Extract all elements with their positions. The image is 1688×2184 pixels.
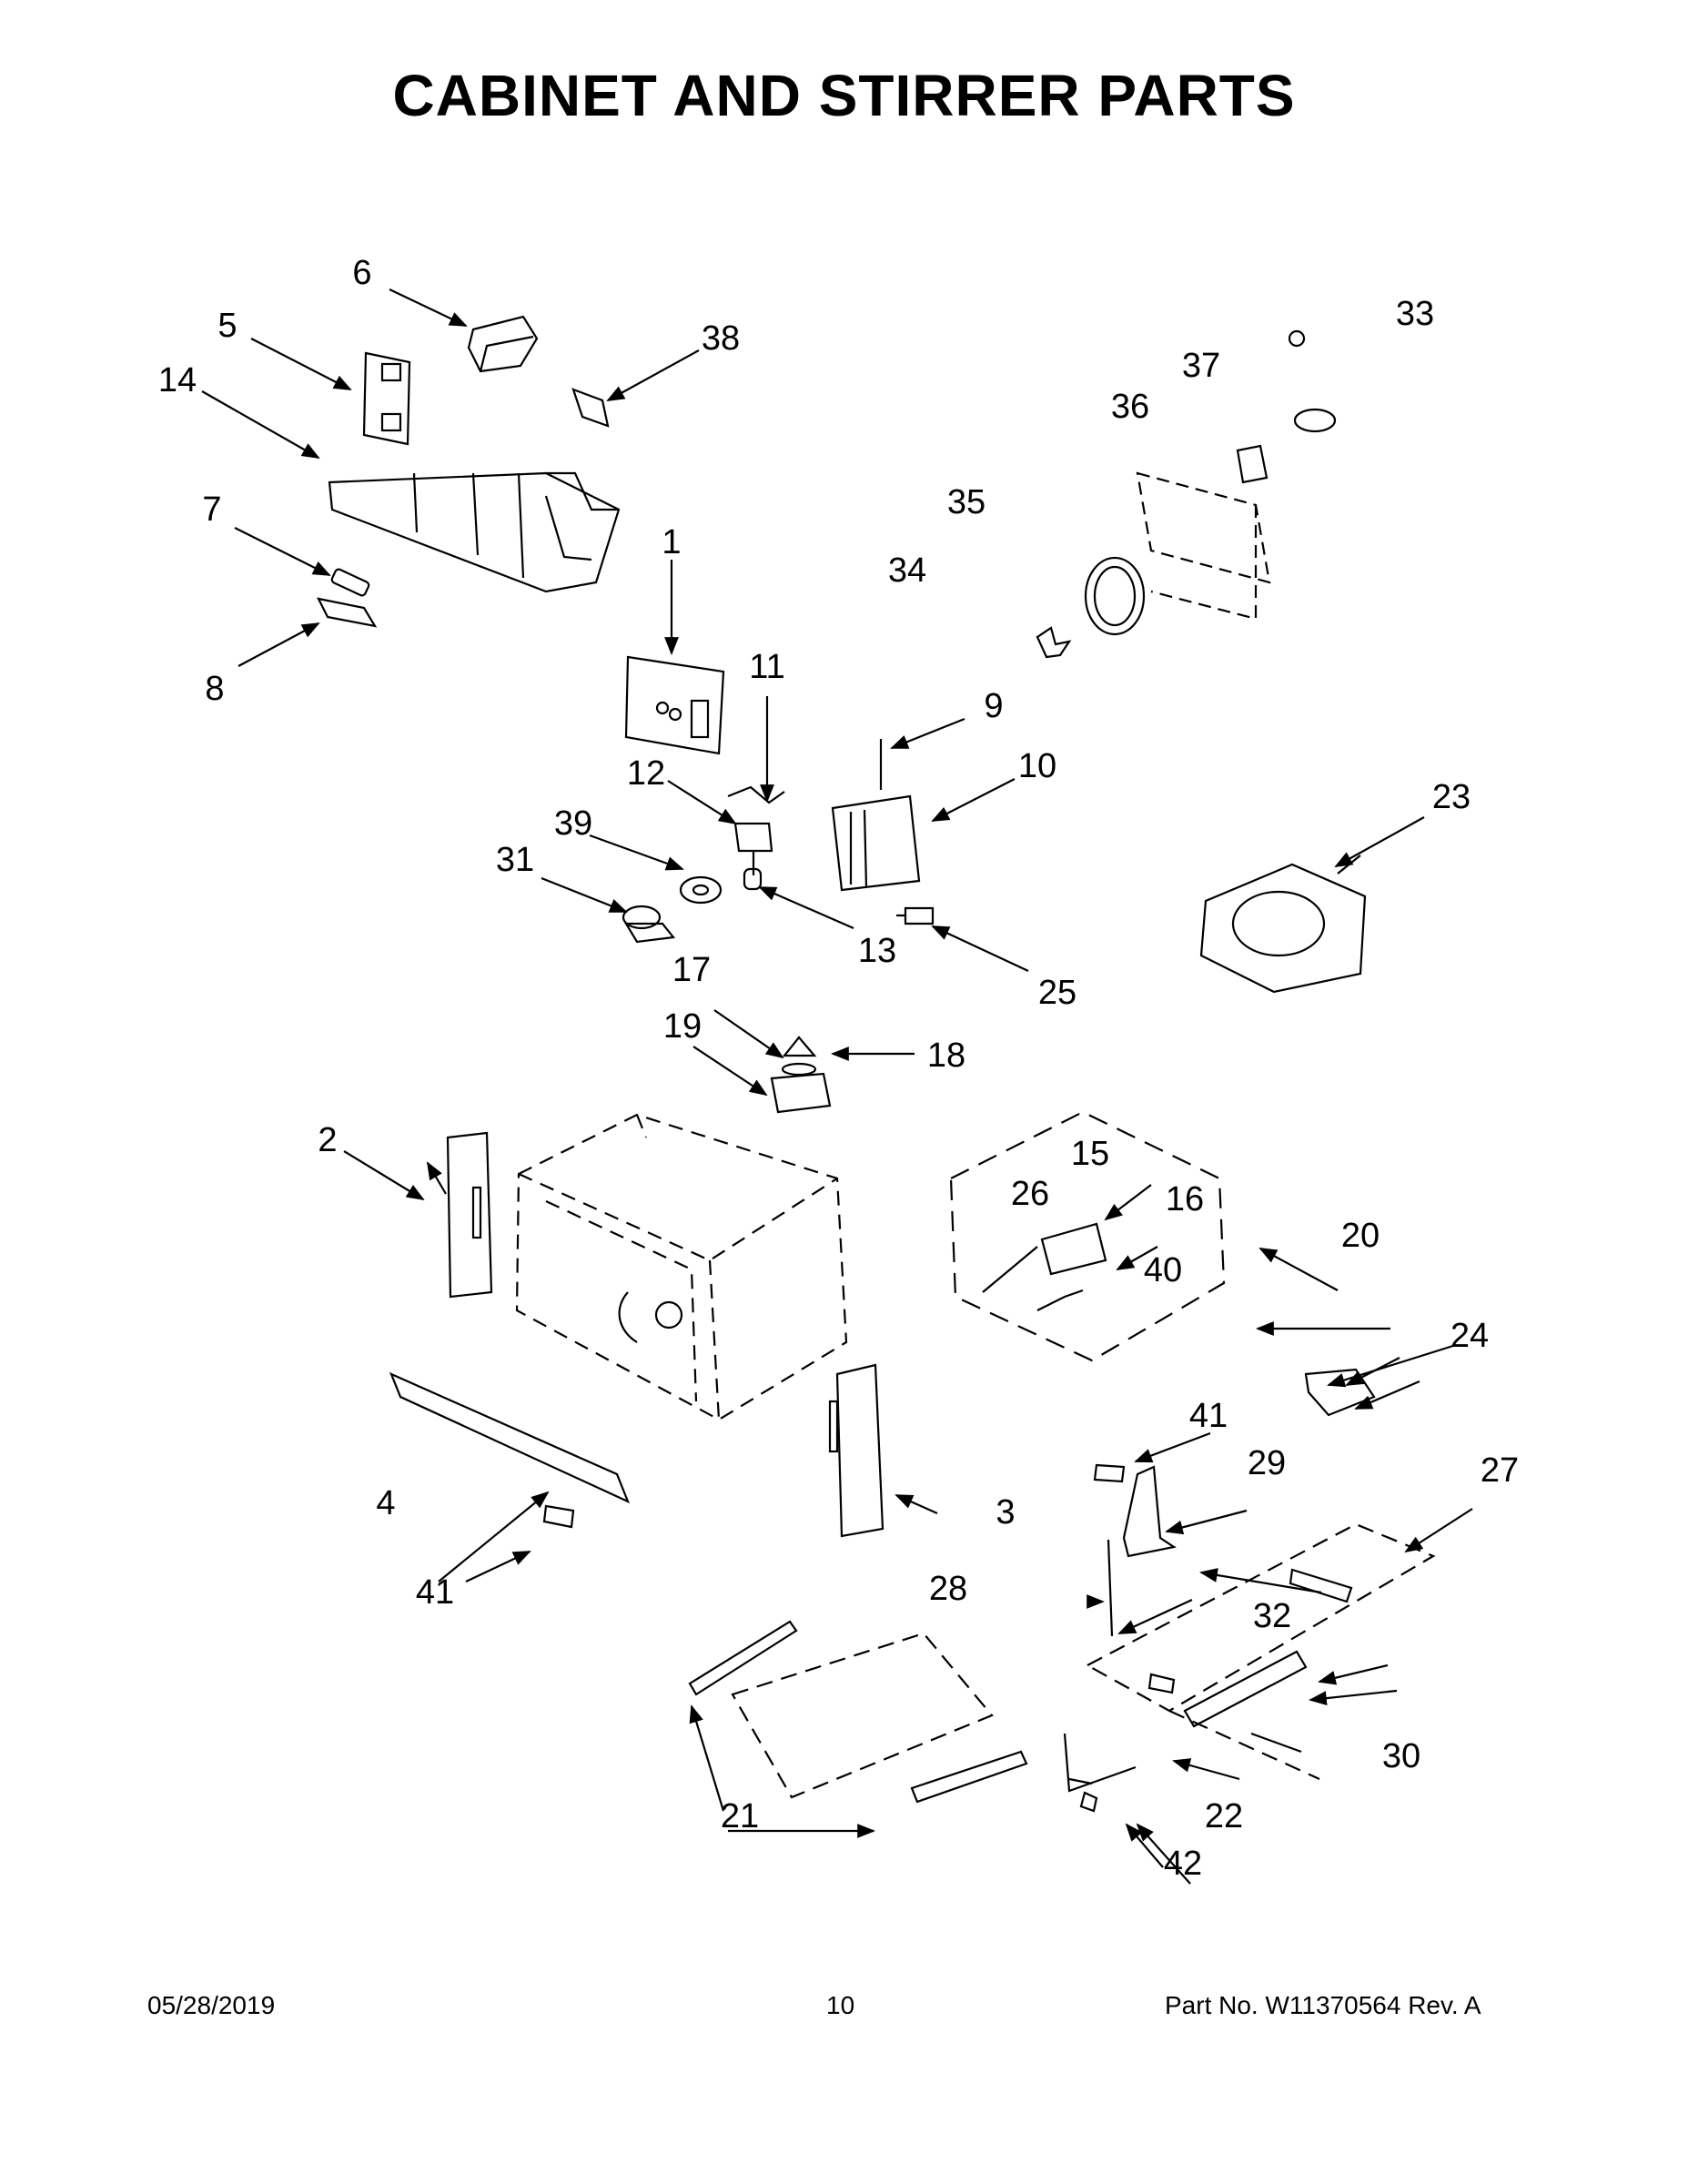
callout-39: 39 [553,804,593,843]
part-25-screw [896,906,935,925]
callout-28: 28 [928,1570,968,1608]
part-1-control-board [624,655,725,755]
callout-41-left: 41 [415,1573,455,1612]
footer-page-number: 10 [826,1991,855,2019]
callout-40: 40 [1143,1251,1183,1289]
callout-21: 21 [720,1797,760,1835]
part-3-side-panel [828,1363,884,1538]
callout-34: 34 [887,551,927,590]
part-7-fuse [330,568,370,597]
callout-11: 11 [749,648,785,686]
page-title: CABINET AND STIRRER PARTS [392,63,1296,128]
part-27-frame [1085,1522,1436,1781]
part-17-cone [782,1036,817,1057]
part-38-latch [571,388,610,428]
part-41-screw-left [542,1504,575,1529]
part-37-thermal-cutout [1293,408,1337,433]
callout-17: 17 [672,951,712,989]
part-21-base [731,1632,994,1799]
part-12-switch [733,822,773,875]
callout-10: 10 [1017,747,1057,785]
callout-32: 32 [1252,1597,1292,1635]
footer-part-number: Part No. W11370564 Rev. A [1165,1991,1481,2019]
callout-22: 22 [1204,1797,1244,1835]
callout-2: 2 [318,1121,338,1159]
callout-36: 36 [1110,388,1150,426]
callout-3: 3 [996,1493,1016,1532]
part-27-pin [1289,1568,1353,1603]
part-15-16-heater-switch [1040,1222,1107,1276]
stirrer-frame [1136,471,1271,621]
callout-25: 25 [1037,974,1077,1012]
callout-26: 26 [1010,1175,1050,1213]
part-19-mount [770,1072,832,1114]
part-13-switch-link [743,867,763,891]
part-29-bracket [1122,1465,1177,1558]
callout-14: 14 [157,361,197,399]
callout-33: 33 [1395,295,1435,333]
callout-12: 12 [626,754,666,793]
part-31-thermostat [622,905,676,944]
part-28-rod [1107,1539,1114,1637]
part-34-stirrer-fan [1036,626,1072,659]
callout-29: 29 [1247,1444,1287,1482]
part-4-rail [389,1371,631,1504]
part-40-spring [1036,1289,1084,1311]
part-20-heater-enclosure [949,1110,1226,1362]
leader-arrows [201,288,1473,1885]
part-41-screw-right [1093,1463,1126,1483]
part-30-axle [1183,1650,1308,1754]
callout-31: 31 [495,841,535,879]
callout-24: 24 [1450,1317,1490,1355]
part-24-connector [1304,1368,1376,1417]
callout-20: 20 [1340,1217,1380,1255]
callout-13: 13 [857,932,897,970]
callout-42: 42 [1163,1845,1203,1883]
part-39-gear [679,875,723,905]
callout-30: 30 [1381,1737,1421,1775]
callout-5: 5 [217,307,238,345]
part-42-screw [1079,1791,1098,1813]
part-32-screw [1147,1673,1176,1694]
part-14-housing [328,471,621,593]
callout-15: 15 [1070,1135,1110,1173]
part-23-blower [1199,854,1367,994]
footer-date: 05/28/2019 [147,1991,276,2019]
part-2-side-panel [446,1131,493,1299]
part-5-relay-board [362,351,411,446]
callout-9: 9 [984,687,1004,725]
part-35-stirrer-ring [1084,556,1146,636]
callout-41-right: 41 [1188,1397,1228,1435]
callout-37: 37 [1181,347,1221,385]
callout-7: 7 [202,490,222,529]
callout-6: 6 [352,254,372,292]
callout-38: 38 [701,319,741,358]
callout-18: 18 [926,1036,966,1075]
callout-23: 23 [1431,778,1471,816]
part-36-bracket [1236,444,1269,484]
callout-27: 27 [1480,1451,1520,1490]
callout-19: 19 [662,1007,702,1046]
callout-16: 16 [1165,1180,1205,1218]
oven-cavity [515,1113,848,1421]
callout-4: 4 [376,1484,396,1522]
part-33-clip [1288,329,1306,348]
part-11-spring [727,785,785,804]
part-6-connector [467,315,539,373]
part-8-bracket [317,597,378,628]
cavity-turntable-marks [618,1291,683,1343]
callout-35: 35 [946,483,986,521]
part-10-transformer [831,794,921,892]
callout-1: 1 [662,523,682,561]
part-22-hinge [1063,1733,1137,1793]
part-18-washer [781,1062,817,1077]
callout-8: 8 [205,670,225,708]
part-21-rails [688,1620,1028,1804]
part-26-rod [982,1246,1038,1293]
